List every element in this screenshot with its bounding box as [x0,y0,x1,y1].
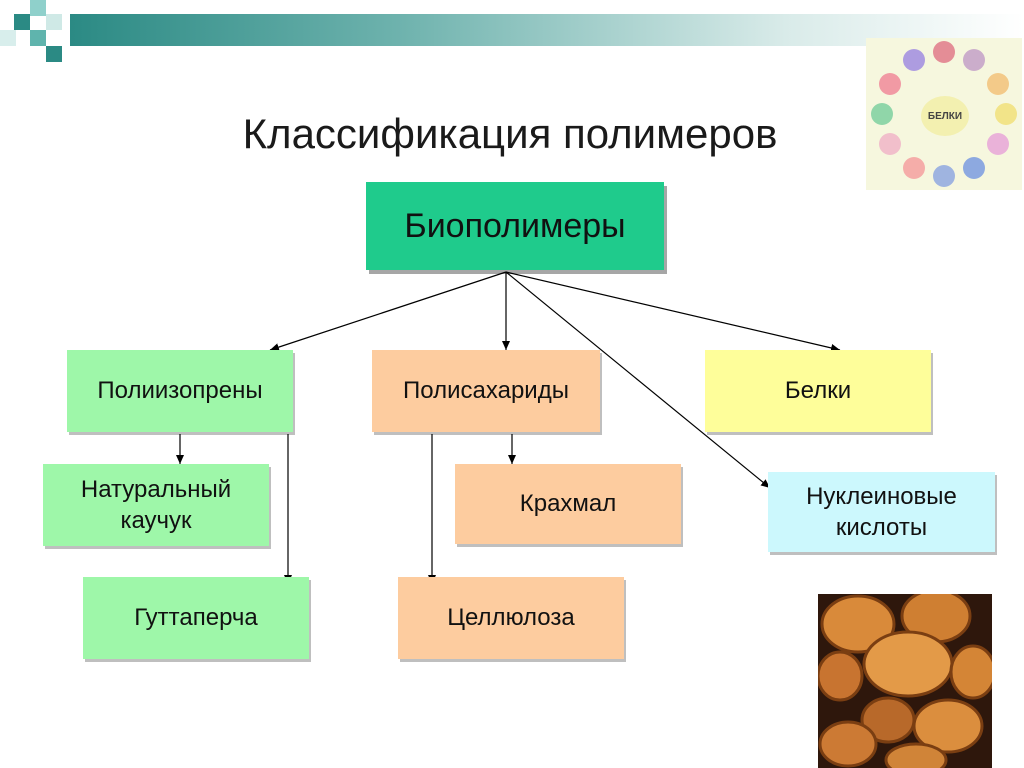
nucleic-acids-box: Нуклеиновые кислоты [768,472,995,552]
wood-cross-section-photo [818,594,992,768]
polysaccharides-box: Полисахариды [372,350,600,432]
proteins-box: Белки [705,350,931,432]
wheel-graphic [871,41,1017,187]
polyisoprenes-box: Полиизопрены [67,350,293,432]
proteins-functions-image: БЕЛКИ [866,38,1022,190]
gutta-percha-box: Гуттаперча [83,577,309,659]
arrow-root-proteins [505,271,841,352]
header-gradient-bar [70,14,1024,46]
arrow-root-polyisoprenes [269,271,507,351]
wheel-center-label: БЕЛКИ [921,96,969,136]
cellulose-box: Целлюлоза [398,577,624,659]
corner-decoration [0,0,70,64]
natural-rubber-box: Натуральный каучук [43,464,269,546]
arrow-root-nucleic-acids [505,271,771,489]
root-biopolymers-box: Биополимеры [366,182,664,270]
starch-box: Крахмал [455,464,681,544]
slide-title: Классификация полимеров [242,110,778,157]
wood-graphic [818,594,992,768]
